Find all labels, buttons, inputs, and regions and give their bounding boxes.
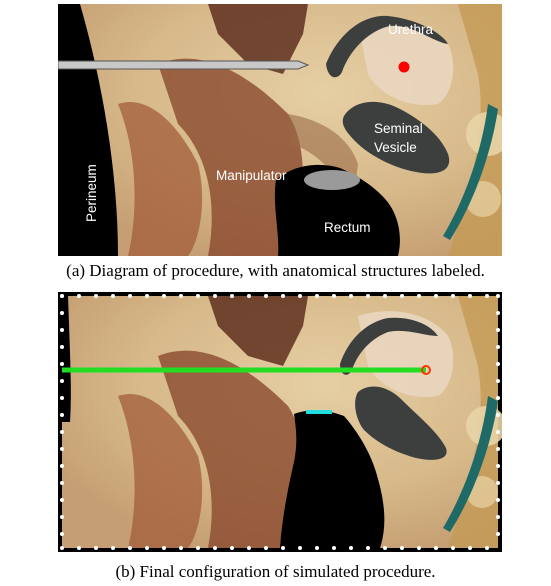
boundary-dot <box>162 546 166 550</box>
boundary-dot <box>128 546 132 550</box>
boundary-dot <box>496 447 500 451</box>
boundary-dot <box>60 294 64 298</box>
boundary-dot <box>196 294 200 298</box>
target-marker <box>399 62 410 73</box>
boundary-dot <box>496 345 500 349</box>
boundary-dot <box>264 294 268 298</box>
boundary-dot <box>496 498 500 502</box>
caption-b: (b) Final configuration of simulated pro… <box>0 562 551 582</box>
boundary-dot <box>496 464 500 468</box>
boundary-dot <box>60 464 64 468</box>
boundary-dot <box>60 328 64 332</box>
boundary-dot <box>434 294 438 298</box>
simulation-image <box>58 292 502 552</box>
manipulator-label: Manipulator <box>216 168 287 183</box>
boundary-dot <box>230 294 234 298</box>
boundary-dot <box>383 546 387 550</box>
boundary-dot <box>196 546 200 550</box>
boundary-dot <box>281 294 285 298</box>
boundary-dot <box>60 413 64 417</box>
seminal-vesicle-label-line2: Vesicle <box>374 140 417 155</box>
boundary-dot <box>264 546 268 550</box>
urethra-label: Urethra <box>388 22 434 37</box>
boundary-dot <box>145 546 149 550</box>
boundary-dot <box>128 294 132 298</box>
boundary-dot <box>60 396 64 400</box>
needle-shape <box>58 61 308 69</box>
boundary-dot <box>60 481 64 485</box>
boundary-dot <box>366 546 370 550</box>
boundary-dot <box>60 532 64 536</box>
boundary-dot <box>468 294 472 298</box>
boundary-dot <box>111 294 115 298</box>
rectum-label: Rectum <box>324 220 371 235</box>
boundary-dot <box>94 294 98 298</box>
boundary-dot <box>496 413 500 417</box>
manipulator-shape <box>304 170 360 190</box>
boundary-dot <box>451 294 455 298</box>
procedure-diagram-panel: Urethra Seminal Vesicle Manipulator Rect… <box>58 4 502 256</box>
boundary-dot <box>349 294 353 298</box>
boundary-dot <box>281 546 285 550</box>
boundary-dot <box>496 515 500 519</box>
caption-a: (a) Diagram of procedure, with anatomica… <box>0 261 551 281</box>
manipulator-simulated <box>306 410 332 414</box>
boundary-dot <box>366 294 370 298</box>
boundary-dot <box>213 294 217 298</box>
boundary-dot <box>496 481 500 485</box>
boundary-dot <box>60 515 64 519</box>
boundary-dot <box>496 532 500 536</box>
boundary-dot <box>60 362 64 366</box>
boundary-dot <box>298 546 302 550</box>
boundary-dot <box>496 311 500 315</box>
boundary-dot <box>60 498 64 502</box>
boundary-dot <box>60 345 64 349</box>
boundary-dot <box>60 546 64 550</box>
boundary-dot <box>496 328 500 332</box>
boundary-dot <box>94 546 98 550</box>
boundary-dot <box>60 379 64 383</box>
simulation-panel <box>58 292 502 552</box>
boundary-dot <box>468 546 472 550</box>
boundary-dot <box>332 546 336 550</box>
boundary-dot <box>383 294 387 298</box>
boundary-dot <box>315 546 319 550</box>
boundary-dot <box>298 294 302 298</box>
boundary-dot <box>179 294 183 298</box>
boundary-dot <box>496 362 500 366</box>
boundary-dot <box>496 430 500 434</box>
boundary-dot <box>60 430 64 434</box>
boundary-dot <box>230 546 234 550</box>
boundary-dot <box>332 294 336 298</box>
boundary-dot <box>77 546 81 550</box>
boundary-dot <box>179 546 183 550</box>
boundary-dot <box>485 294 489 298</box>
boundary-dot <box>400 546 404 550</box>
boundary-dot <box>247 294 251 298</box>
boundary-dot <box>496 396 500 400</box>
boundary-dot <box>434 546 438 550</box>
boundary-dot <box>417 546 421 550</box>
seminal-vesicle-label-line1: Seminal <box>374 121 423 136</box>
anatomy-diagram: Urethra Seminal Vesicle Manipulator Rect… <box>58 4 502 256</box>
boundary-dot <box>349 546 353 550</box>
boundary-dot <box>111 546 115 550</box>
boundary-dot <box>315 294 319 298</box>
perineum-label: Perineum <box>84 164 99 222</box>
boundary-dot <box>417 294 421 298</box>
boundary-dot <box>60 311 64 315</box>
boundary-dot <box>485 546 489 550</box>
boundary-dot <box>77 294 81 298</box>
boundary-dot <box>162 294 166 298</box>
boundary-dot <box>496 294 500 298</box>
boundary-dot <box>60 447 64 451</box>
boundary-dot <box>496 379 500 383</box>
boundary-dot <box>145 294 149 298</box>
boundary-dot <box>451 546 455 550</box>
boundary-dot <box>247 546 251 550</box>
boundary-dot <box>400 294 404 298</box>
boundary-dot <box>213 546 217 550</box>
